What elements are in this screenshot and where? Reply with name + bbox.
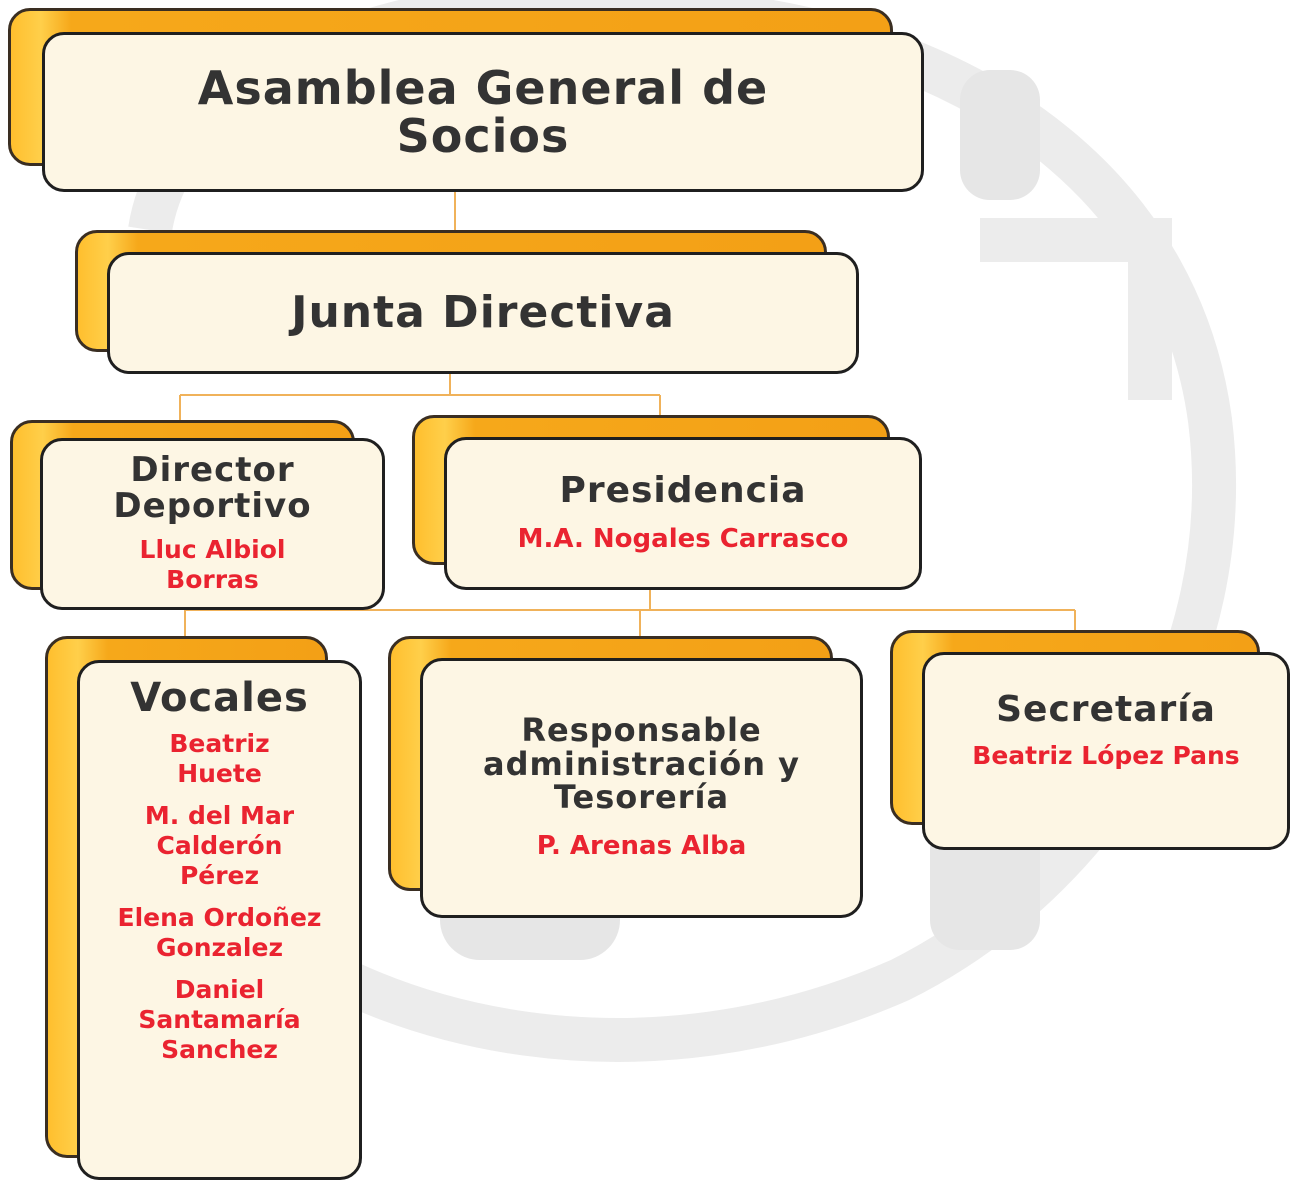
node-face: Junta Directiva <box>107 252 859 374</box>
node-face: Vocales Beatriz Huete M. del Mar Calderó… <box>77 660 362 1180</box>
node-face: Secretaría Beatriz López Pans <box>922 652 1290 850</box>
junta-title: Junta Directiva <box>291 286 675 338</box>
presidencia-title: Presidencia <box>559 470 807 511</box>
director-name: Lluc Albiol Borras <box>139 534 286 594</box>
presidencia-name: M.A. Nogales Carrasco <box>517 523 849 554</box>
secretaria-title: Secretaría <box>996 689 1216 730</box>
secretaria-name: Beatriz López Pans <box>972 740 1240 770</box>
node-face: Director Deportivo Lluc Albiol Borras <box>40 438 385 610</box>
vocales-member: Daniel Santamaría Sanchez <box>138 975 301 1064</box>
node-face: Presidencia M.A. Nogales Carrasco <box>444 437 922 590</box>
tesoreria-title: Responsable administración y Tesorería <box>483 711 800 817</box>
node-face: Responsable administración y Tesorería P… <box>420 658 863 918</box>
vocales-member: Elena Ordoñez Gonzalez <box>117 903 322 962</box>
tesoreria-name: P. Arenas Alba <box>536 830 747 861</box>
vocales-member: Beatriz Huete <box>169 729 270 788</box>
asamblea-title: Asamblea General de Socios <box>197 60 769 163</box>
director-title: Director Deportivo <box>113 450 312 526</box>
node-face: Asamblea General de Socios <box>42 32 924 192</box>
vocales-member: M. del Mar Calderón Pérez <box>144 801 295 890</box>
vocales-title: Vocales <box>130 675 309 721</box>
